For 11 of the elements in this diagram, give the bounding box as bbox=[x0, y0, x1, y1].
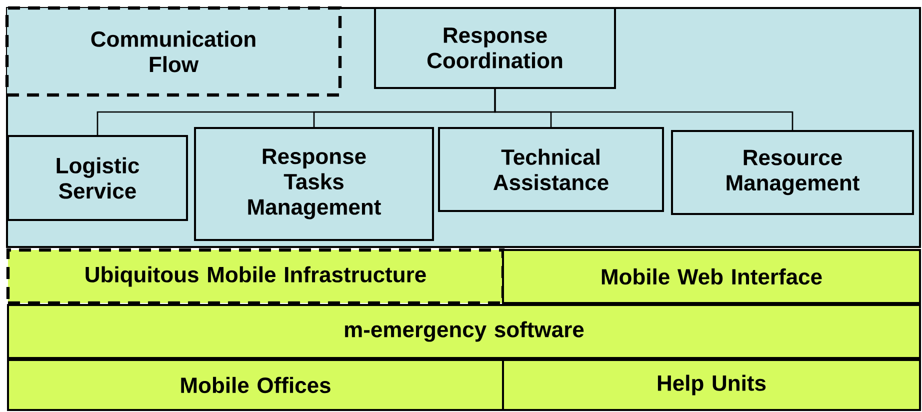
connector-line bbox=[494, 89, 794, 130]
module-box: Response Tasks Management bbox=[194, 127, 434, 241]
layer-box: Help Units bbox=[502, 359, 921, 411]
module-box: Technical Assistance bbox=[438, 127, 664, 212]
module-box: Communication Flow bbox=[5, 6, 342, 97]
module-box: Resource Management bbox=[671, 130, 914, 215]
layer-box: Ubiquitous Mobile Infrastructure bbox=[6, 248, 505, 305]
layer-box: Mobile Web Interface bbox=[502, 249, 921, 304]
module-box: Logistic Service bbox=[7, 135, 188, 221]
module-box: Response Coordination bbox=[374, 7, 616, 89]
layer-box: Mobile Offices bbox=[7, 359, 504, 411]
